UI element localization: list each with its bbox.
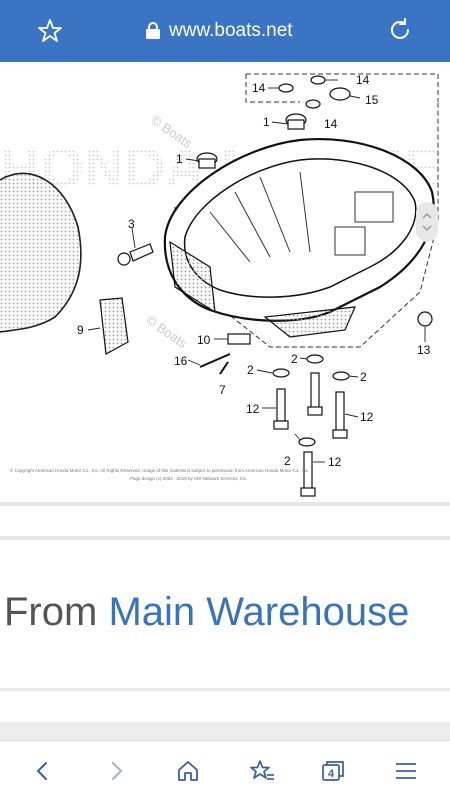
part-label: 2 bbox=[291, 352, 298, 366]
browser-nav-bar: 4 bbox=[0, 740, 450, 801]
copyright-line: © Copyright American Honda Motor Co., In… bbox=[10, 467, 309, 473]
lock-icon bbox=[146, 22, 160, 39]
part-label: 12 bbox=[360, 410, 374, 424]
warehouse-line: From Main Warehouse bbox=[4, 590, 409, 635]
part-label: 12 bbox=[328, 455, 342, 469]
bookmarks-icon[interactable] bbox=[244, 753, 280, 789]
divider bbox=[0, 688, 450, 691]
url-text: www.boats.net bbox=[169, 20, 293, 41]
warehouse-link[interactable]: Main Warehouse bbox=[108, 590, 410, 634]
part-label: 2 bbox=[360, 370, 367, 384]
divider bbox=[0, 536, 450, 540]
part-label: 9 bbox=[77, 323, 84, 337]
part-label: 7 bbox=[219, 383, 226, 397]
part-label: 16 bbox=[174, 354, 188, 368]
parts-diagram-drawing: HONDA MARINE © Boats © Boats bbox=[0, 73, 440, 497]
parts-diagram[interactable]: HONDA MARINE © Boats © Boats bbox=[0, 62, 450, 502]
zoom-scroll-handle[interactable] bbox=[416, 202, 438, 242]
divider bbox=[0, 502, 450, 506]
part-label: 14 bbox=[324, 117, 338, 131]
part-label: 1 bbox=[176, 152, 183, 166]
part-label: 14 bbox=[356, 73, 370, 87]
bookmark-star-icon[interactable] bbox=[36, 17, 64, 45]
reload-icon[interactable] bbox=[386, 16, 414, 44]
part-label: 10 bbox=[197, 333, 211, 347]
address-bar[interactable]: www.boats.net bbox=[145, 18, 293, 44]
browser-toolbar: www.boats.net bbox=[0, 0, 450, 62]
tabs-icon[interactable]: 4 bbox=[315, 753, 351, 789]
home-icon[interactable] bbox=[170, 753, 206, 789]
content-edge bbox=[0, 722, 450, 740]
from-label: From bbox=[4, 590, 98, 634]
forward-arrow-icon[interactable] bbox=[98, 753, 134, 789]
part-label: 2 bbox=[247, 363, 254, 377]
part-label: 15 bbox=[365, 93, 379, 107]
part-label: 3 bbox=[128, 217, 135, 231]
part-label: 2 bbox=[284, 454, 291, 468]
part-label: 14 bbox=[252, 81, 266, 95]
part-label: 1 bbox=[263, 115, 270, 129]
menu-icon[interactable] bbox=[388, 753, 424, 789]
copyright-line: Page design (c) 2004 - 2019 by ARI Netwo… bbox=[130, 476, 247, 481]
part-label: 12 bbox=[246, 402, 260, 416]
back-arrow-icon[interactable] bbox=[25, 753, 61, 789]
tab-count: 4 bbox=[328, 768, 335, 780]
part-label: 13 bbox=[417, 343, 431, 357]
image-watermark-2: © Boats bbox=[143, 312, 190, 351]
